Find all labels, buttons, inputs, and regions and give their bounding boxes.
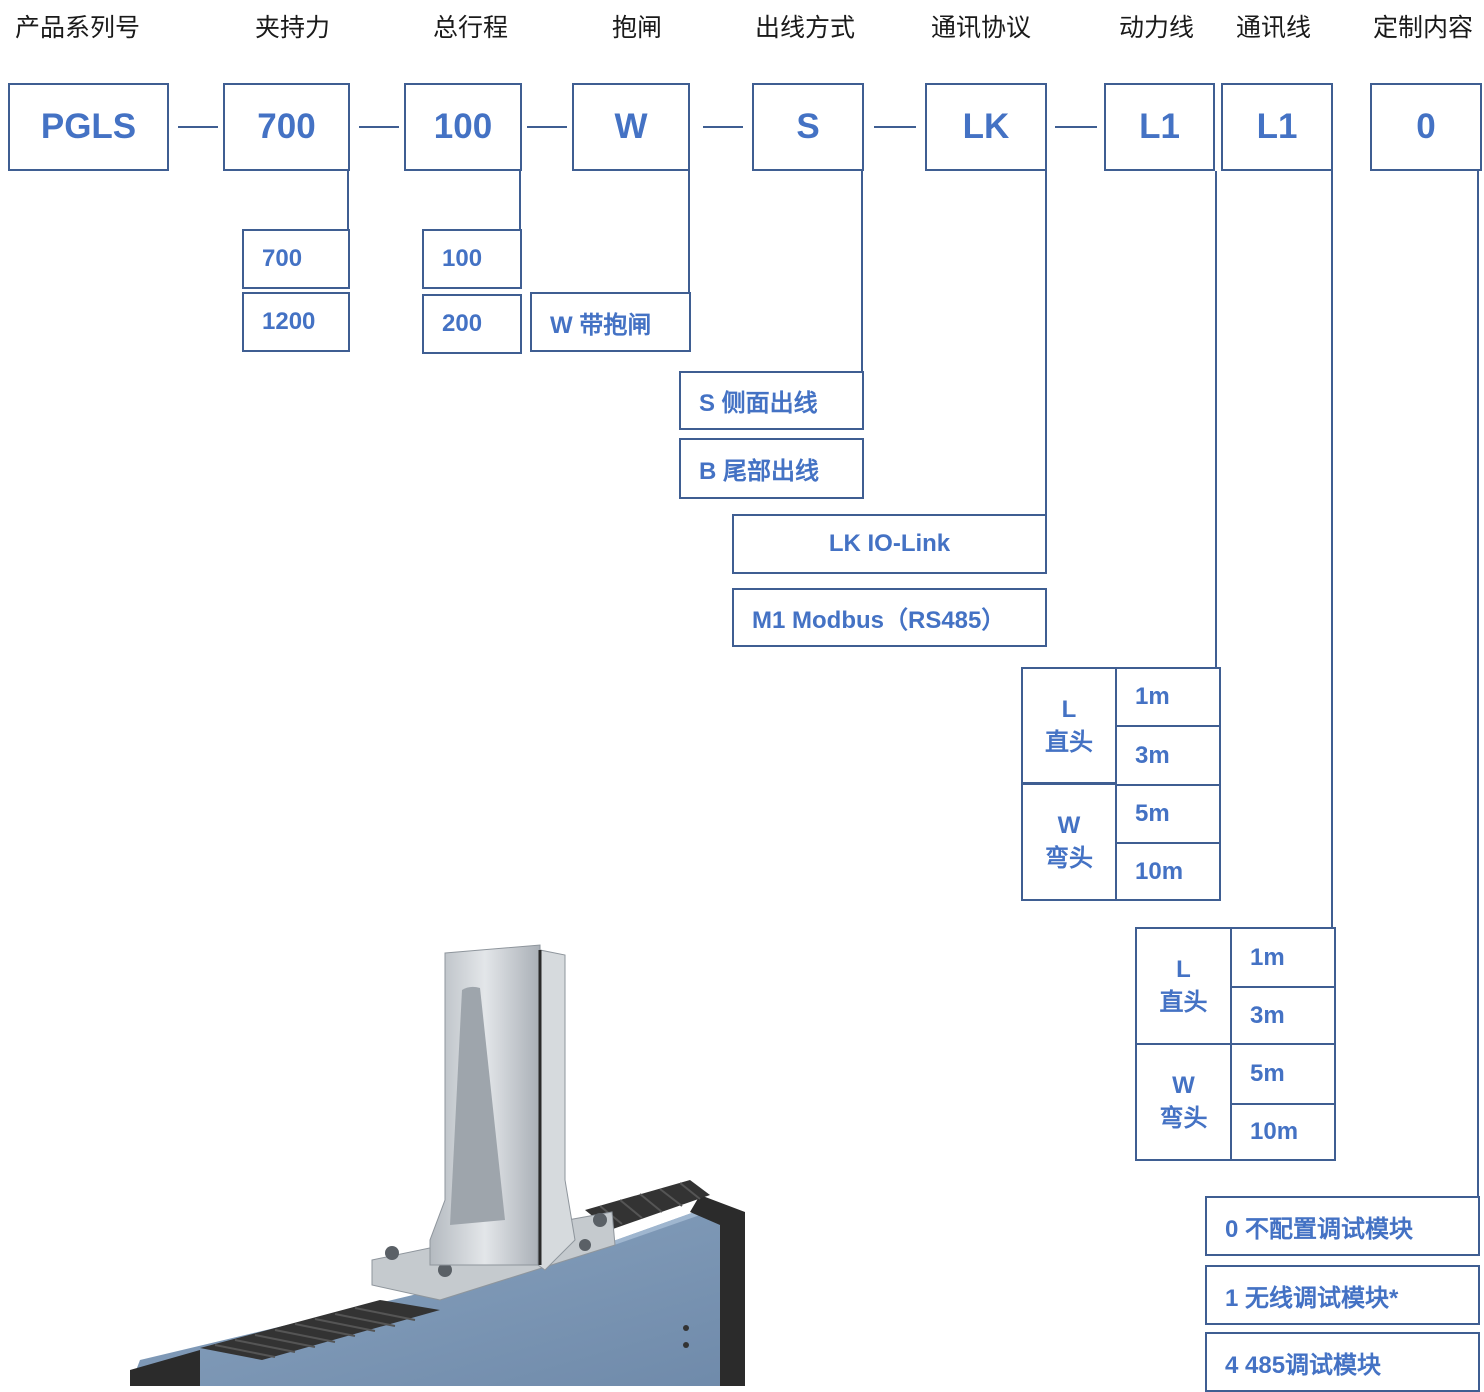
separator-dash [178, 126, 218, 128]
power-cable-type-w: W 弯头 [1021, 783, 1117, 901]
header-custom: 定制内容 [1373, 13, 1474, 42]
option-protocol-lk: LK IO-Link [732, 514, 1047, 574]
comm-cable-type-code: L [1176, 956, 1191, 983]
header-stroke: 总行程 [433, 13, 509, 42]
connector-line [688, 171, 690, 294]
option-custom-0: 0 不配置调试模块 [1205, 1196, 1480, 1256]
option-force-1200: 1200 [242, 292, 350, 352]
code-box-force: 700 [223, 83, 350, 171]
power-cable-type-code: W [1057, 812, 1081, 839]
code-box-custom: 0 [1370, 83, 1482, 171]
header-comm-cable: 通讯线 [1236, 13, 1312, 42]
comm-cable-type-w: W 弯头 [1135, 1043, 1232, 1161]
comm-cable-length-10m: 10m [1230, 1103, 1336, 1161]
separator-dash [874, 126, 916, 128]
comm-cable-type-l: L 直头 [1135, 927, 1232, 1045]
option-custom-1: 1 无线调试模块* [1205, 1265, 1480, 1325]
connector-line [1331, 171, 1333, 929]
separator-dash [527, 126, 567, 128]
comm-cable-length-5m: 5m [1230, 1043, 1336, 1105]
connector-line [1215, 171, 1217, 669]
power-cable-type-code: L [1061, 695, 1077, 723]
comm-cable-type-name: 弯头 [1159, 1105, 1208, 1132]
code-box-brake: W [572, 83, 690, 171]
connector-line [347, 171, 349, 231]
code-box-comm-cable: L1 [1221, 83, 1333, 171]
option-outlet-b: B 尾部出线 [679, 438, 864, 499]
comm-cable-length-1m: 1m [1230, 927, 1336, 988]
power-cable-length-10m: 10m [1115, 842, 1221, 901]
comm-cable-type-code: W [1172, 1072, 1195, 1099]
code-box-stroke: 100 [404, 83, 522, 171]
power-cable-type-name: 直头 [1045, 728, 1093, 756]
option-force-700: 700 [242, 229, 350, 289]
option-outlet-s: S 侧面出线 [679, 371, 864, 430]
header-series: 产品系列号 [15, 13, 141, 42]
option-stroke-100: 100 [422, 229, 522, 289]
code-box-power-cable: L1 [1104, 83, 1215, 171]
option-custom-4: 4 485调试模块 [1205, 1332, 1480, 1392]
code-box-protocol: LK [925, 83, 1047, 171]
header-protocol: 通讯协议 [931, 13, 1032, 42]
separator-dash [359, 126, 399, 128]
option-protocol-m1: M1 Modbus（RS485） [732, 588, 1047, 647]
power-cable-type-name: 弯头 [1045, 845, 1093, 872]
power-cable-length-1m: 1m [1115, 667, 1221, 727]
separator-dash [703, 126, 743, 128]
code-box-outlet: S [752, 83, 864, 171]
comm-cable-type-name: 直头 [1159, 989, 1208, 1016]
connector-line [861, 171, 863, 373]
option-brake-w: W 带抱闸 [530, 292, 691, 352]
code-box-series: PGLS [8, 83, 169, 171]
option-stroke-200: 200 [422, 294, 522, 354]
connector-line [519, 171, 521, 231]
header-outlet: 出线方式 [755, 13, 856, 42]
header-power-cable: 动力线 [1119, 13, 1195, 42]
separator-dash [1055, 126, 1097, 128]
connector-line [1477, 171, 1479, 1198]
header-brake: 抱闸 [612, 13, 663, 42]
header-force: 夹持力 [255, 13, 331, 42]
connector-line [1045, 171, 1047, 516]
